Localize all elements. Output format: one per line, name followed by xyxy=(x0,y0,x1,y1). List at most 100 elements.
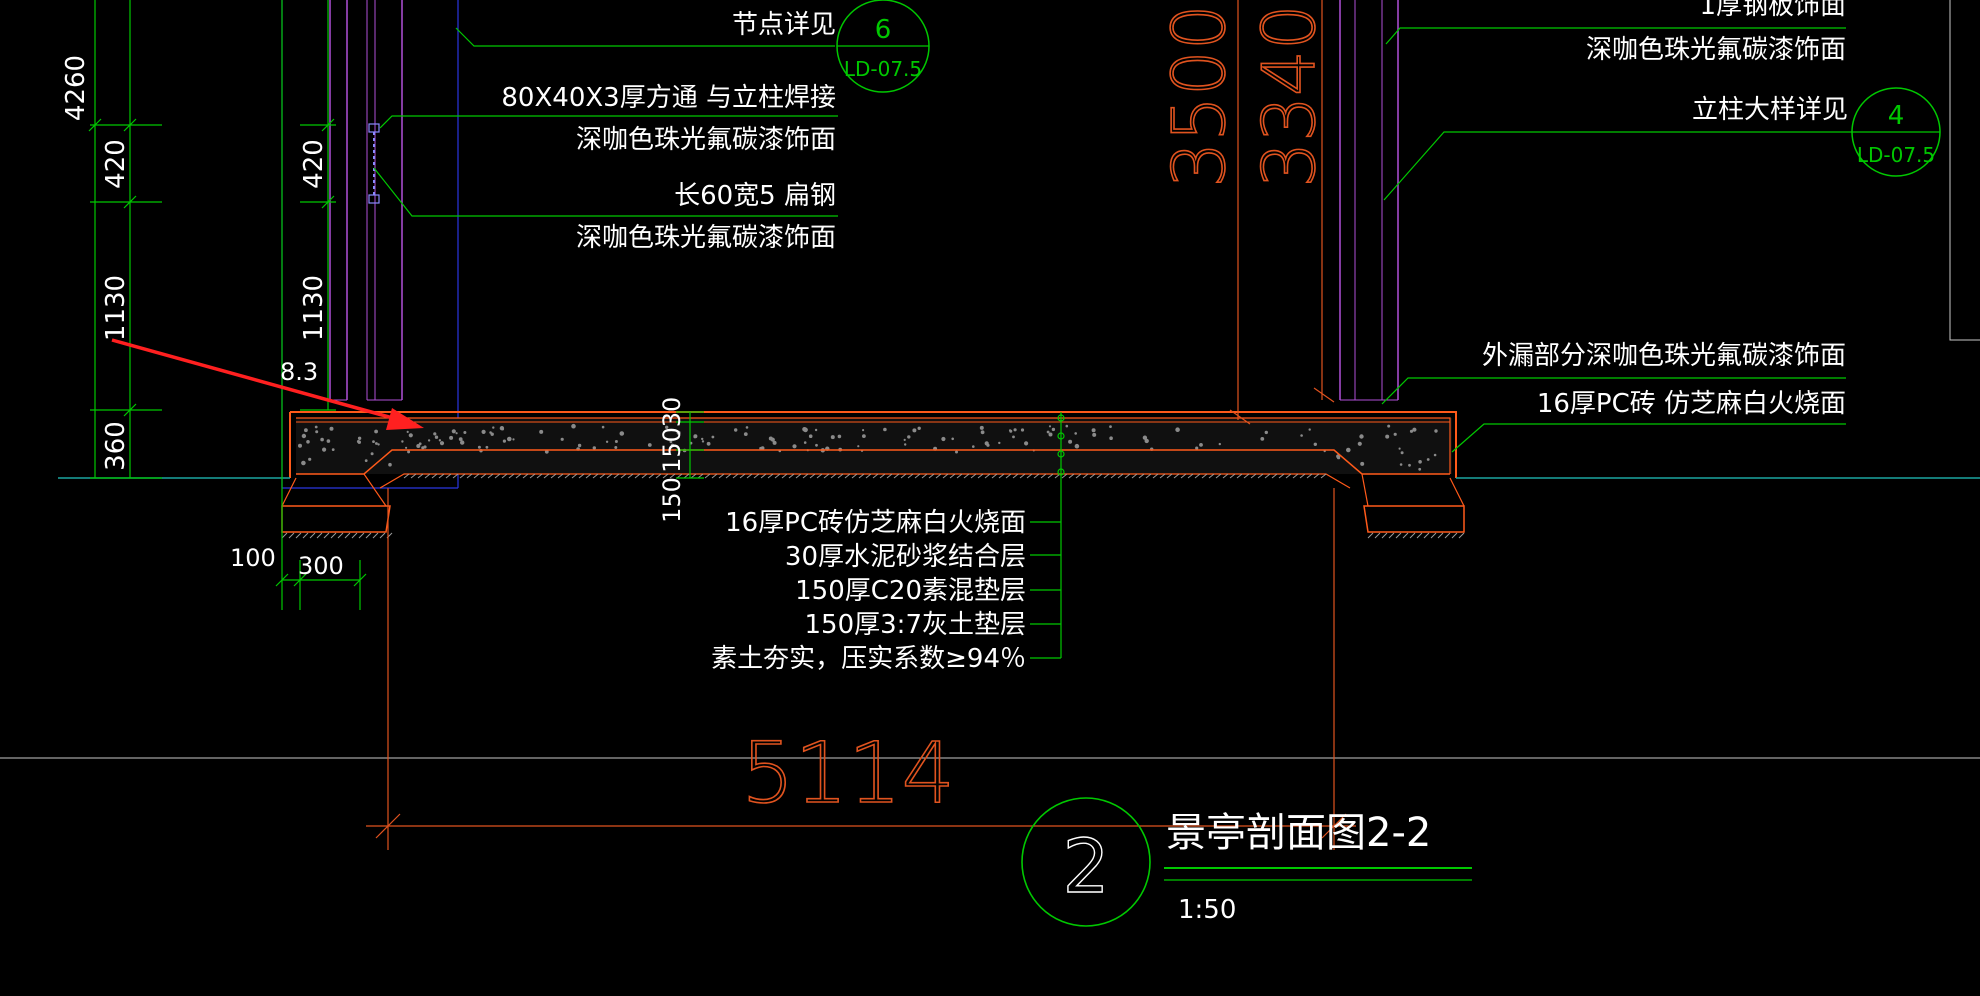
stipple-dot xyxy=(375,442,378,445)
slab-underside xyxy=(296,449,1450,475)
stipple-dot xyxy=(1074,432,1077,435)
stipple-dot xyxy=(701,437,704,441)
stipple-dot xyxy=(388,462,392,467)
stipple-dot xyxy=(326,439,331,443)
detail-bubble-4: 4 LD-07.5 xyxy=(1851,87,1941,177)
stipple-dot xyxy=(539,429,544,434)
stipple-dot xyxy=(357,436,362,440)
haunch-edge xyxy=(363,473,1369,507)
layer-3: 150厚C20素混垫层 xyxy=(795,576,1026,606)
stipple-dot xyxy=(984,441,989,446)
tube-label: 80X40X3厚方通 与立柱焊接 xyxy=(501,83,836,113)
stipple-dot xyxy=(418,442,422,446)
stipple-dot xyxy=(408,433,413,438)
bubble-number: 6 xyxy=(875,15,892,45)
drawing-title: 2 景亭剖面图2-2 1:50 xyxy=(1021,797,1472,927)
dim-8-3: 8.3 xyxy=(280,358,318,386)
stipple-dot xyxy=(1175,427,1180,433)
stipple-dot xyxy=(1092,432,1097,437)
soil-hatch xyxy=(281,473,1465,539)
stipple-dot xyxy=(406,430,409,433)
stipple-dot xyxy=(458,437,463,442)
flatbar-label: 长60宽5 扁钢 xyxy=(674,181,836,211)
stipple-dot xyxy=(455,432,458,435)
stipple-dot xyxy=(670,443,675,447)
stipple-dot xyxy=(314,425,318,429)
stipple-dot xyxy=(460,440,465,445)
stipple-dot xyxy=(808,434,813,439)
stipple-dot xyxy=(1433,453,1437,457)
stipple-dot xyxy=(770,437,775,442)
stipple-dot xyxy=(1109,425,1112,429)
stipple-dot xyxy=(1260,437,1265,441)
stipple-dot xyxy=(1013,428,1017,432)
stipple-dot xyxy=(605,440,609,443)
stipple-dot xyxy=(912,428,917,433)
bubble-sheet: LD-07.5 xyxy=(844,57,922,81)
steel-plate-label: 1厚钢板饰面 xyxy=(1699,0,1846,21)
stipple-dot xyxy=(1218,442,1222,446)
stipple-dot xyxy=(830,435,835,440)
stipple-dot xyxy=(405,446,408,449)
stipple-dot xyxy=(1346,447,1351,453)
title-scale: 1:50 xyxy=(1178,895,1236,925)
stipple-dot xyxy=(1264,430,1269,435)
stipple-dot xyxy=(439,441,445,446)
stipple-dot xyxy=(320,437,324,442)
stipple-dot xyxy=(374,429,379,434)
width-5114: 5114 xyxy=(741,724,955,822)
title-number: 2 xyxy=(1062,824,1109,910)
flatbar-finish-label: 深咖色珠光氟碳漆饰面 xyxy=(576,223,836,253)
stipple-dot xyxy=(298,443,302,448)
right-footing xyxy=(1363,505,1465,533)
tube-marker xyxy=(368,123,380,133)
tube-finish-label: 深咖色珠光氟碳漆饰面 xyxy=(576,125,836,155)
stipple-dot xyxy=(955,450,958,454)
stipple-dot xyxy=(837,434,842,439)
stipple-dot xyxy=(693,435,697,439)
concrete-fill xyxy=(296,418,1452,474)
stipple-dot xyxy=(1048,425,1052,428)
stipple-dot xyxy=(356,440,360,443)
stipple-dot xyxy=(883,427,887,432)
dim-300: 300 xyxy=(298,552,344,580)
stipple-dot xyxy=(1412,427,1417,432)
stipple-dot xyxy=(706,441,711,446)
height-3500: 3500 xyxy=(1157,4,1241,187)
stipple-dot xyxy=(904,443,907,446)
stipple-dot xyxy=(477,445,481,449)
stipple-dot xyxy=(507,436,512,442)
stipple-dot xyxy=(1409,429,1414,433)
frame-fragment xyxy=(1949,0,1980,341)
stipple-dot xyxy=(1195,446,1199,450)
stipple-dot xyxy=(329,426,334,431)
stipple-dot xyxy=(803,441,807,444)
stipple-dot xyxy=(862,429,865,432)
stipple-dot xyxy=(1065,424,1069,428)
stipple-dot xyxy=(734,428,738,432)
stipple-dot xyxy=(972,445,975,448)
stipple-dot xyxy=(1418,467,1422,471)
stipple-dot xyxy=(322,447,327,452)
node-detail-label: 节点详见 xyxy=(732,10,836,40)
stipple-dot xyxy=(1357,441,1362,446)
stipple-dot xyxy=(592,446,596,450)
stipple-dot xyxy=(792,444,797,449)
stipple-dot xyxy=(308,457,312,461)
stipple-dot xyxy=(1144,438,1149,444)
stipple-dot xyxy=(711,435,715,439)
stipple-dot xyxy=(614,446,618,449)
stipple-dot xyxy=(1360,461,1365,466)
stipple-dot xyxy=(301,460,306,466)
red-arrow xyxy=(111,338,424,430)
stipple-dot xyxy=(492,426,495,429)
stipple-dot xyxy=(647,443,652,447)
stipple-dot xyxy=(1337,456,1341,460)
stipple-dot xyxy=(451,429,456,434)
dim-150-a: 150 xyxy=(658,427,686,473)
dimension-lines xyxy=(88,0,1065,658)
stipple-dot xyxy=(665,425,669,429)
stipple-dot xyxy=(669,440,673,444)
exposed-finish-label: 外漏部分深咖色珠光氟碳漆饰面 xyxy=(1482,341,1846,371)
stipple-dot xyxy=(1300,434,1303,437)
